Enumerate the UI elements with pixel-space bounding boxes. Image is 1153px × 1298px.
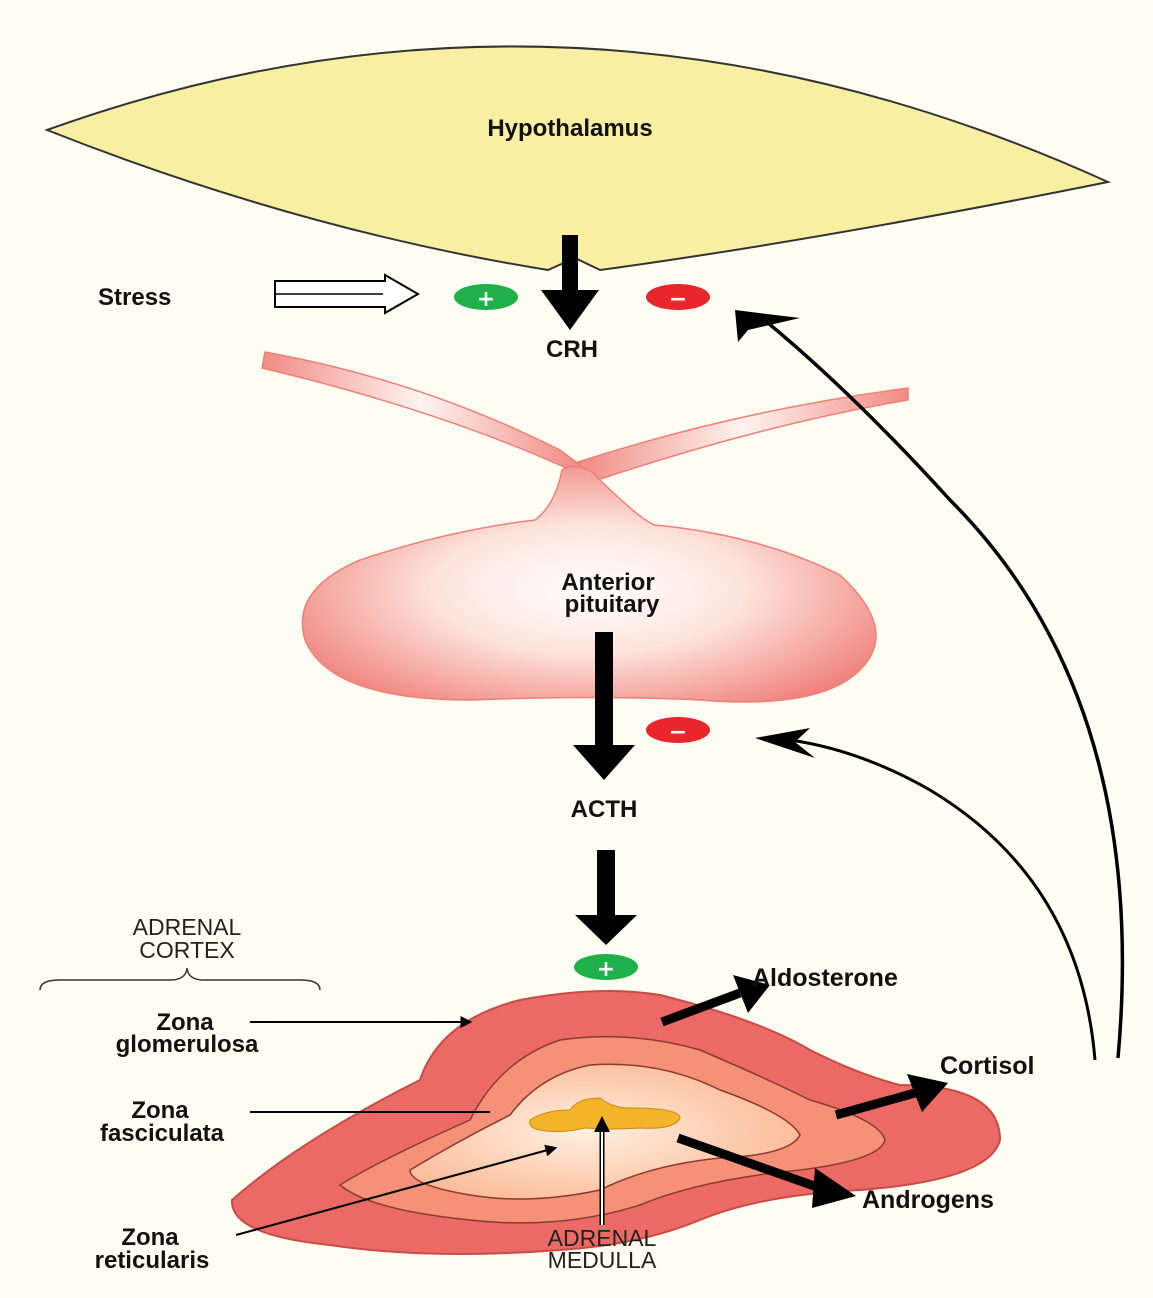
stress-label: Stress xyxy=(98,284,171,311)
stimulate-sign-adrenal-text: + xyxy=(597,957,615,982)
zona-glomerulosa-label-line2: glomerulosa xyxy=(116,1031,259,1058)
adrenal-cortex-label-line2: CORTEX xyxy=(139,937,234,963)
inhibit-sign-hypothalamus: − xyxy=(646,284,710,312)
stimulate-sign-text: + xyxy=(477,287,495,312)
cortisol-feedback-to-pituitary xyxy=(755,728,1095,1060)
adrenal-medulla-label-line2: MEDULLA xyxy=(548,1247,657,1273)
stimulate-sign-adrenal: + xyxy=(574,954,638,982)
inhibit-sign-pituitary: − xyxy=(646,717,710,745)
anterior-pituitary-label-line2: pituitary xyxy=(565,591,660,618)
zona-reticularis-label-line2: reticularis xyxy=(95,1247,210,1274)
zona-glomerulosa-label: Zona glomerulosa xyxy=(116,1009,470,1058)
cortisol-label: Cortisol xyxy=(940,1052,1034,1080)
acth-label: ACTH xyxy=(571,796,638,823)
stress-arrow xyxy=(275,275,418,313)
acth-to-adrenal-arrow xyxy=(575,850,637,945)
hypothalamus-label: Hypothalamus xyxy=(487,115,652,142)
anterior-pituitary: Anterior pituitary xyxy=(262,352,908,702)
aldosterone-label: Aldosterone xyxy=(752,964,898,992)
adrenal-cortex-label: ADRENAL CORTEX xyxy=(40,914,320,990)
androgens-label: Androgens xyxy=(862,1186,994,1214)
pituitary-stalk-right xyxy=(578,388,908,482)
adrenal-cortex-brace xyxy=(40,968,320,990)
pituitary-stalk-left xyxy=(262,352,580,472)
crh-label: CRH xyxy=(546,336,598,363)
stimulate-sign-hypothalamus: + xyxy=(454,284,518,312)
inhibit-sign-pituitary-text: − xyxy=(669,720,687,745)
inhibit-sign-text: − xyxy=(669,287,687,312)
zona-fasciculata-label-line2: fasciculata xyxy=(100,1120,225,1147)
adrenal-gland xyxy=(232,991,1000,1254)
